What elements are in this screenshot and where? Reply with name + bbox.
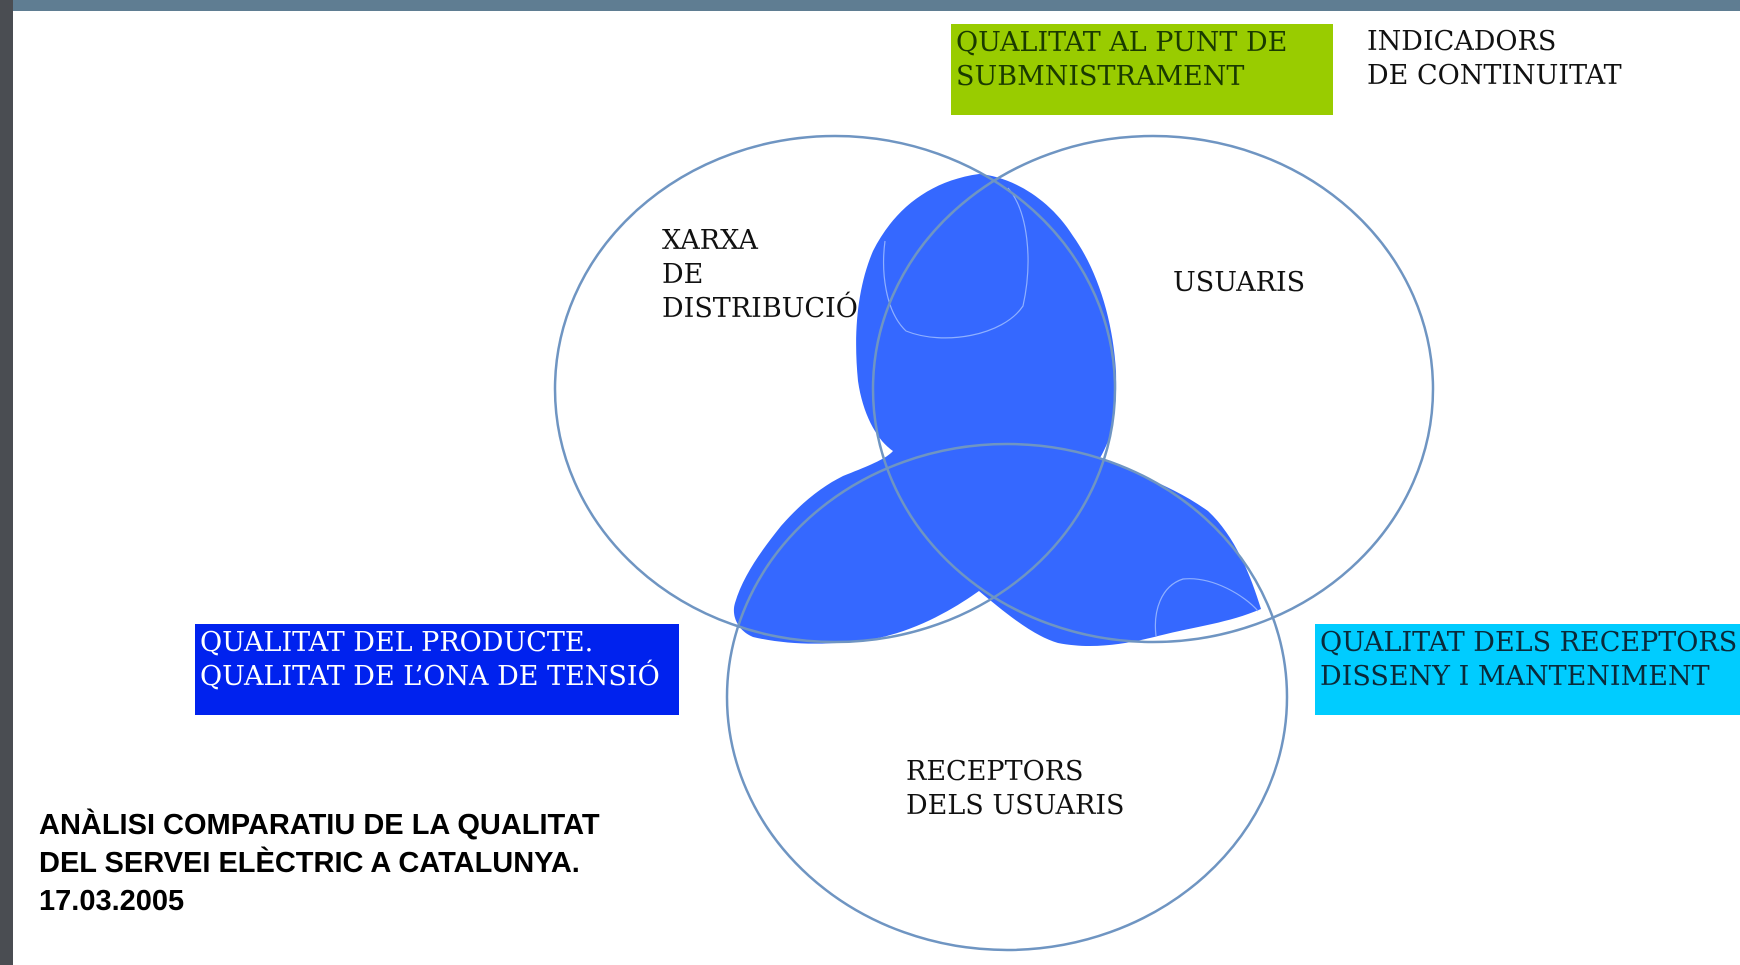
xarxa-line2: DE [662, 259, 704, 290]
indicadors-line2: DE CONTINUITAT [1367, 60, 1622, 91]
box-qualitat-punt-subministrament: QUALITAT AL PUNT DE SUBMNISTRAMENT [951, 24, 1333, 115]
xarxa-line1: XARXA [662, 225, 758, 256]
label-indicadors-continuitat: INDICADORS DE CONTINUITAT [1367, 25, 1622, 93]
box-qualitat-receptors: QUALITAT DELS RECEPTORS DISSENY I MANTEN… [1315, 624, 1740, 715]
title-line2: DEL SERVEI ELÈCTRIC A CATALUNYA. [39, 847, 580, 879]
box-product-line2: QUALITAT DE L’ONA DE TENSIÓ [200, 661, 660, 692]
receptors-line1: RECEPTORS [906, 756, 1084, 787]
intersection-stroke-lower [1154, 578, 1259, 637]
label-xarxa-distribucio: XARXA DE DISTRIBUCIÓ [662, 224, 858, 326]
box-receptors-line1: QUALITAT DELS RECEPTORS [1320, 627, 1738, 658]
box-qualitat-producte: QUALITAT DEL PRODUCTE. QUALITAT DE L’ONA… [195, 624, 679, 715]
box-point-line1: QUALITAT AL PUNT DE [956, 27, 1288, 58]
window-top-border [0, 0, 1740, 11]
window-left-border [0, 0, 13, 965]
circle-receptors [725, 442, 1289, 952]
circle-xarxa [553, 134, 1117, 644]
receptors-line2: DELS USUARIS [906, 790, 1125, 821]
box-product-line1: QUALITAT DEL PRODUCTE. [200, 627, 594, 658]
title-line1: ANÀLISI COMPARATIU DE LA QUALITAT [39, 809, 600, 841]
venn-diagram [553, 134, 1435, 952]
xarxa-line3: DISTRIBUCIÓ [662, 293, 858, 324]
box-point-line2: SUBMNISTRAMENT [956, 61, 1245, 92]
label-usuaris: USUARIS [1173, 266, 1305, 300]
slide-canvas: QUALITAT AL PUNT DE SUBMNISTRAMENT INDIC… [13, 11, 1740, 965]
circle-usuaris [871, 134, 1435, 644]
usuaris-line1: USUARIS [1173, 267, 1306, 298]
intersection-stroke-upper [883, 187, 1029, 339]
slide-title: ANÀLISI COMPARATIU DE LA QUALITAT DEL SE… [39, 806, 600, 920]
intersection-highlight [733, 174, 1261, 646]
indicadors-line1: INDICADORS [1367, 26, 1557, 57]
box-receptors-line2: DISSENY I MANTENIMENT [1320, 661, 1710, 692]
title-line3: 17.03.2005 [39, 885, 185, 917]
label-receptors-usuaris: RECEPTORS DELS USUARIS [906, 755, 1125, 823]
